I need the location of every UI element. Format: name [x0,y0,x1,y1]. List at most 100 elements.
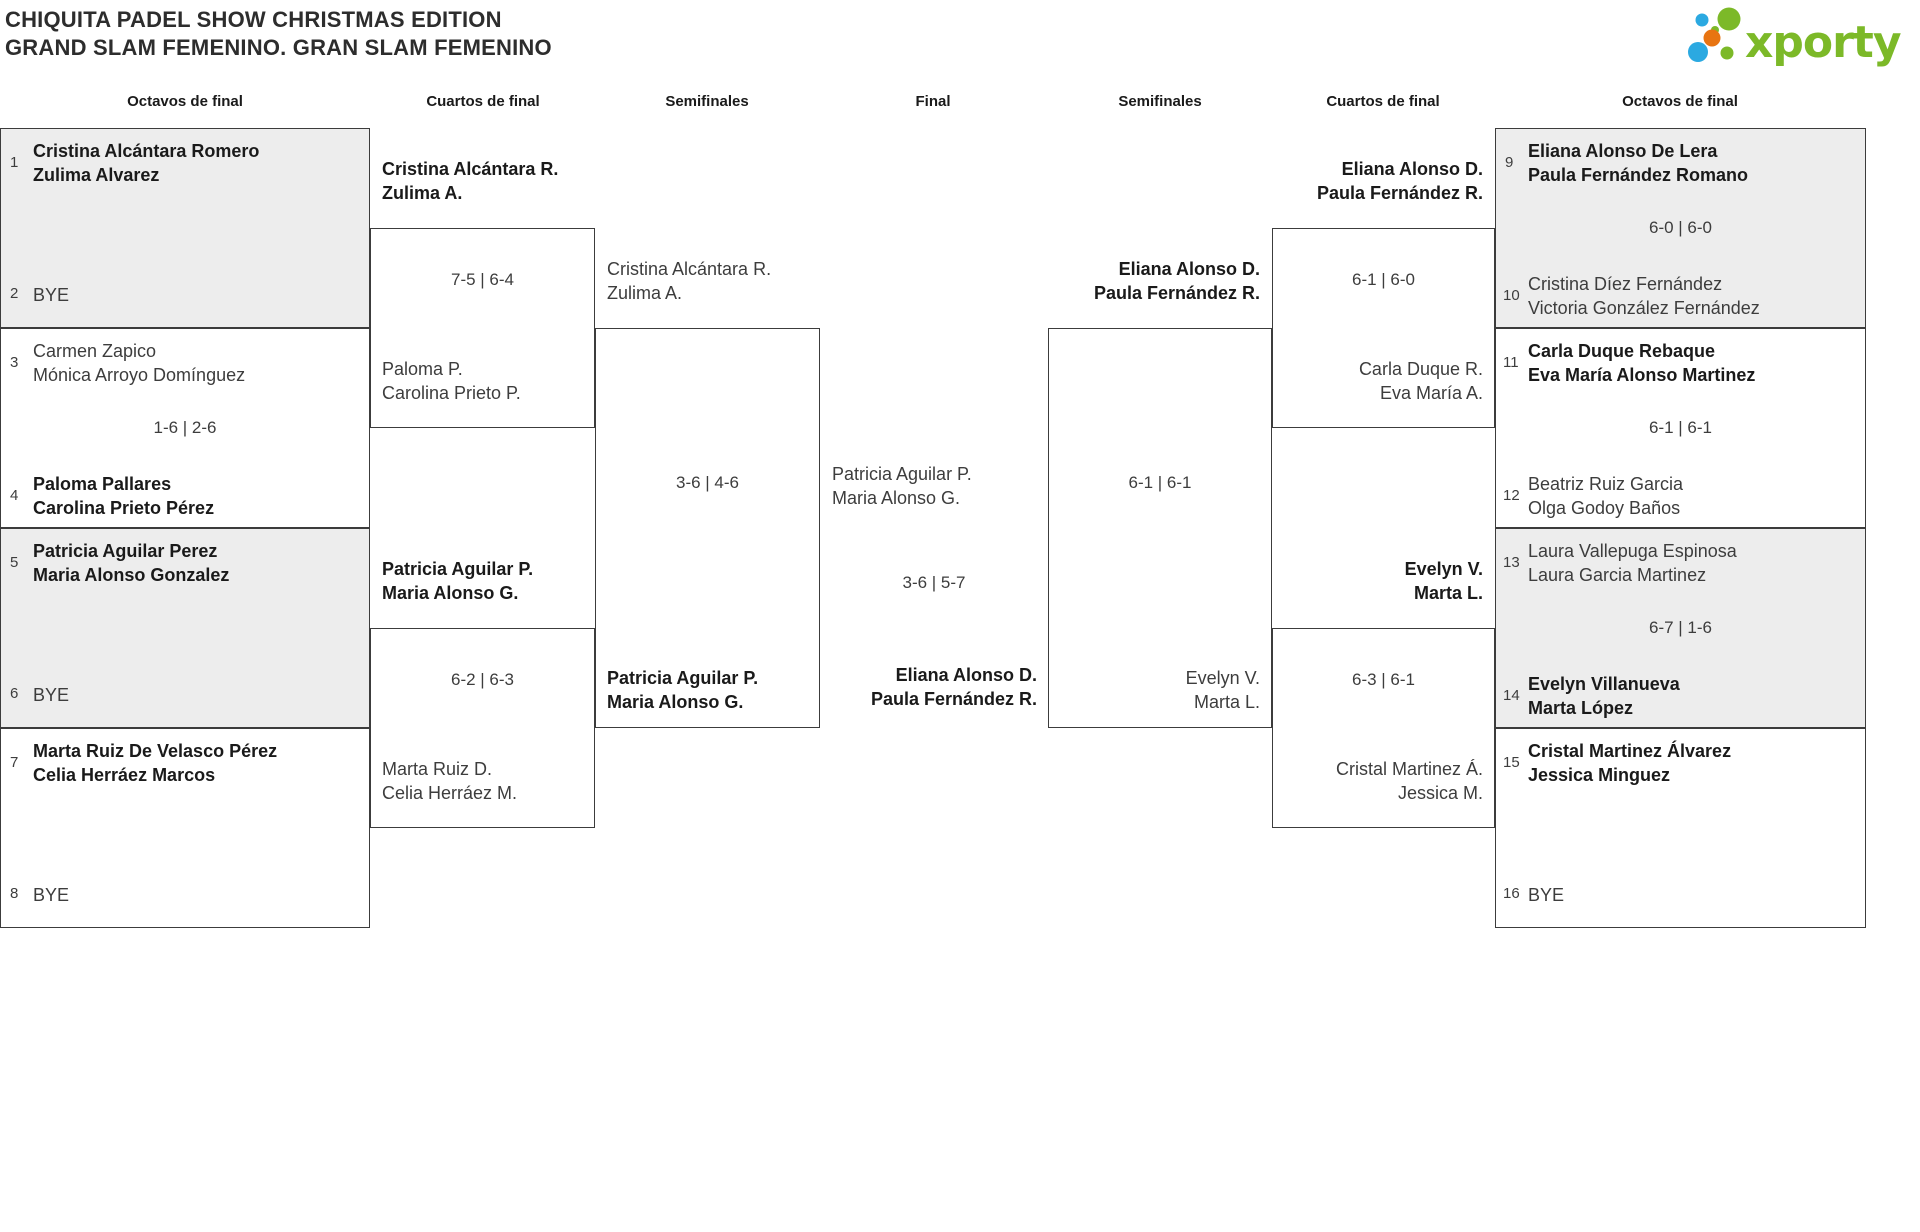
seed-number: 3 [10,354,19,371]
team-entry: Evelyn V. Marta L. [1186,666,1260,714]
team-entry: Paloma P. Carolina Prieto P. [382,357,521,405]
match-box-semifinal-right [1048,328,1272,728]
match-score: 6-2 | 6-3 [450,670,514,689]
player-name: Patricia Aguilar P. [607,668,759,688]
match-box-octavos-left-3 [0,528,370,728]
team-entry: Cristina Alcántara Romero Zulima Alvarez [33,139,259,187]
seed-number: 1 [10,154,19,171]
player-name: Cristina Alcántara R. [607,259,772,279]
player-name: Zulima A. [607,283,683,303]
match-box-octavos-left-1 [0,128,370,328]
team-entry: Patricia Aguilar Perez Maria Alonso Gonz… [33,539,229,587]
team-entry: Cristal Martinez Álvarez Jessica Minguez [1528,739,1731,787]
match-box-cuartos-right-1 [1272,228,1495,428]
player-name: Maria Alonso Gonzalez [33,565,230,585]
player-name: Cristal Martinez Á. [1335,759,1483,779]
match-box-cuartos-left-2 [370,628,595,828]
match-score: 3-6 | 4-6 [675,473,739,492]
match-box-octavos-left-2 [0,328,370,528]
seed-number: 6 [10,685,19,702]
seed-number: 14 [1503,687,1520,704]
player-name: Evelyn V. [1404,559,1483,579]
round-header-octavos-right: Octavos de final [1622,93,1738,110]
player-name: Laura Vallepuga Espinosa [1528,541,1737,561]
match-box-octavos-right-1 [1495,128,1866,328]
round-header-cuartos-right: Cuartos de final [1326,93,1440,110]
tournament-name: CHIQUITA PADEL SHOW CHRISTMAS EDITION [5,7,502,32]
seed-number: 5 [10,554,19,571]
team-entry: Cristina Díez Fernández Victoria Gonzále… [1528,272,1760,320]
match-box-semifinal-left [595,328,820,728]
team-entry: Carla Duque Rebaque Eva María Alonso Mar… [1528,339,1755,387]
team-entry: Carmen Zapico Mónica Arroyo Domínguez [33,339,245,387]
team-entry: Paloma Pallares Carolina Prieto Pérez [33,472,214,520]
player-name: Carla Duque Rebaque [1528,341,1716,361]
player-name: Celia Herráez M. [382,783,518,803]
team-entry: Carla Duque R. Eva María A. [1359,357,1483,405]
player-name: Jessica M. [1397,783,1483,803]
player-name: Patricia Aguilar P. [832,464,972,484]
team-entry: Cristal Martinez Á. Jessica M. [1336,757,1483,805]
team-entry-bye: BYE [33,685,70,705]
player-name: Eliana Alonso D. [1118,259,1260,279]
seed-number: 7 [10,754,19,771]
team-entry: Evelyn V. Marta L. [1405,557,1483,605]
match-score: 3-6 | 5-7 [902,573,966,592]
seed-number: 13 [1503,554,1520,571]
team-entry: Marta Ruiz D. Celia Herráez M. [382,757,517,805]
team-entry: Eliana Alonso D. Paula Fernández R. [871,663,1037,711]
team-entry-bye: BYE [33,285,70,305]
player-name: Paloma P. [382,359,463,379]
match-box-octavos-left-4 [0,728,370,928]
player-name: Beatriz Ruiz Garcia [1528,474,1684,494]
player-name: Paula Fernández R. [1316,183,1483,203]
match-score: 6-1 | 6-1 [1648,418,1712,437]
team-entry: Cristina Alcántara R. Zulima A. [607,257,771,305]
match-score: 6-1 | 6-0 [1351,270,1415,289]
player-name: Marta L. [1193,692,1260,712]
seed-number: 11 [1503,354,1519,371]
team-entry: Beatriz Ruiz Garcia Olga Godoy Baños [1528,472,1683,520]
player-name: Marta López [1528,698,1634,718]
match-score: 6-3 | 6-1 [1351,670,1415,689]
player-name: Celia Herráez Marcos [33,765,216,785]
match-score: 7-5 | 6-4 [450,270,514,289]
player-name: Laura Garcia Martinez [1528,565,1707,585]
seed-number: 12 [1503,487,1520,504]
player-name: Cristina Alcántara Romero [33,141,260,161]
player-name: Eliana Alonso De Lera [1528,141,1718,161]
player-name: Maria Alonso G. [832,488,961,508]
team-entry-bye: BYE [33,885,70,905]
player-name: Paula Fernández Romano [1528,165,1749,185]
player-name: Eva María A. [1379,383,1483,403]
team-entry: Eliana Alonso D. Paula Fernández R. [1317,157,1483,205]
player-name: Victoria González Fernández [1528,298,1760,318]
round-header-final: Final [915,93,951,110]
team-entry: Patricia Aguilar P. Maria Alonso G. [832,462,972,510]
player-name: Cristal Martinez Álvarez [1528,741,1732,761]
player-name: Evelyn V. [1185,668,1260,688]
logo-dot-green-small [1720,46,1734,60]
match-box-octavos-right-2 [1495,328,1866,528]
xporty-logo[interactable]: xporty [1685,2,1920,72]
seed-number: 8 [10,885,19,902]
tournament-category: GRAND SLAM FEMENINO. GRAN SLAM FEMENINO [5,35,552,60]
player-name: Maria Alonso G. [382,583,519,603]
player-name: Cristina Alcántara R. [382,159,559,179]
team-entry: Evelyn Villanueva Marta López [1528,672,1680,720]
page-title: CHIQUITA PADEL SHOW CHRISTMAS EDITION GR… [5,6,552,62]
logo-dot-blue-small [1695,13,1709,27]
round-header-octavos-left: Octavos de final [127,93,243,110]
player-name: Zulima Alvarez [33,165,160,185]
player-name: Patricia Aguilar P. [382,559,534,579]
logo-dot-orange [1703,29,1721,47]
player-name: Carolina Prieto Pérez [33,498,215,518]
seed-number: 16 [1503,885,1520,902]
xporty-logo-icon: xporty [1688,7,1902,68]
round-header-semis-right: Semifinales [1118,93,1202,110]
team-entry-bye: BYE [1528,885,1565,905]
round-header-cuartos-left: Cuartos de final [426,93,540,110]
player-name: Marta Ruiz De Velasco Pérez [33,741,278,761]
player-name: Evelyn Villanueva [1528,674,1680,694]
